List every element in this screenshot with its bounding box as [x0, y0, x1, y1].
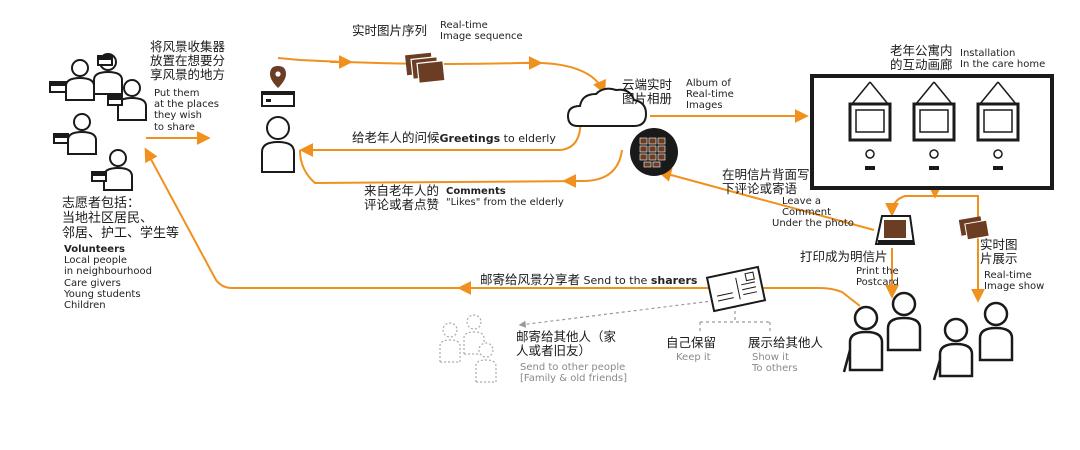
arrow-installation-print [885, 186, 936, 217]
print-cn-label: 打印成为明信片 [800, 249, 888, 264]
arrow-to-show [935, 195, 985, 303]
keep-cn-label: 自己保留 [666, 335, 717, 350]
family-friends-icon [439, 314, 497, 383]
send-sharers-label: 邮寄给风景分享者 Send to the sharers [480, 272, 698, 287]
collector-device-icon [261, 66, 295, 107]
postcard-icon [705, 265, 767, 313]
photo-sequence-icon [405, 52, 446, 84]
installation-cn-label: 老年公寓内的互动画廊 [890, 43, 953, 72]
keep-en-label: Keep it [676, 352, 711, 363]
mail-others-en-label: Send to other people[Family & old friend… [520, 362, 628, 385]
show-others-cn-label: 展示给其他人 [748, 335, 824, 350]
show-cn-label: 实时图片展示 [980, 237, 1018, 266]
flow-lines [144, 55, 985, 307]
arrow-send-sharers [144, 147, 861, 307]
image-show-icon [958, 216, 990, 241]
volunteer-group-icon [49, 53, 147, 191]
comments-cn-label: 来自老年人的评论或者点赞 [364, 183, 440, 212]
grey-branches [518, 299, 771, 334]
arrow-comments [299, 149, 623, 185]
arrow-comment-back [657, 168, 875, 231]
printer-icon [874, 215, 916, 245]
greetings-label: 给老年人的问候Greetings to elderly [352, 130, 556, 145]
sharer-person-icon [261, 116, 295, 173]
cloud-cn-label: 云端实时图片相册 [622, 77, 673, 106]
installation-gallery-icon [810, 74, 1054, 190]
elderly-group-icon [842, 291, 1014, 381]
cloud-icon [566, 87, 648, 127]
mail-others-cn-label: 邮寄给其他人（家人或者旧友） [516, 329, 617, 358]
comments-en-label: Comments"Likes" from the elderly [446, 186, 564, 209]
realtime-seq-cn: 实时图片序列 [352, 23, 428, 38]
album-grid-icon [630, 128, 678, 176]
volunteers-cn-label: 志愿者包括：当地社区居民、邻居、护工、学生等 [62, 196, 180, 242]
sharers-cn-label: 将风景收集器放置在想要分享风景的地方 [150, 39, 226, 82]
leave-comment-cn-label: 在明信片背面写下评论或寄语 [722, 167, 810, 196]
